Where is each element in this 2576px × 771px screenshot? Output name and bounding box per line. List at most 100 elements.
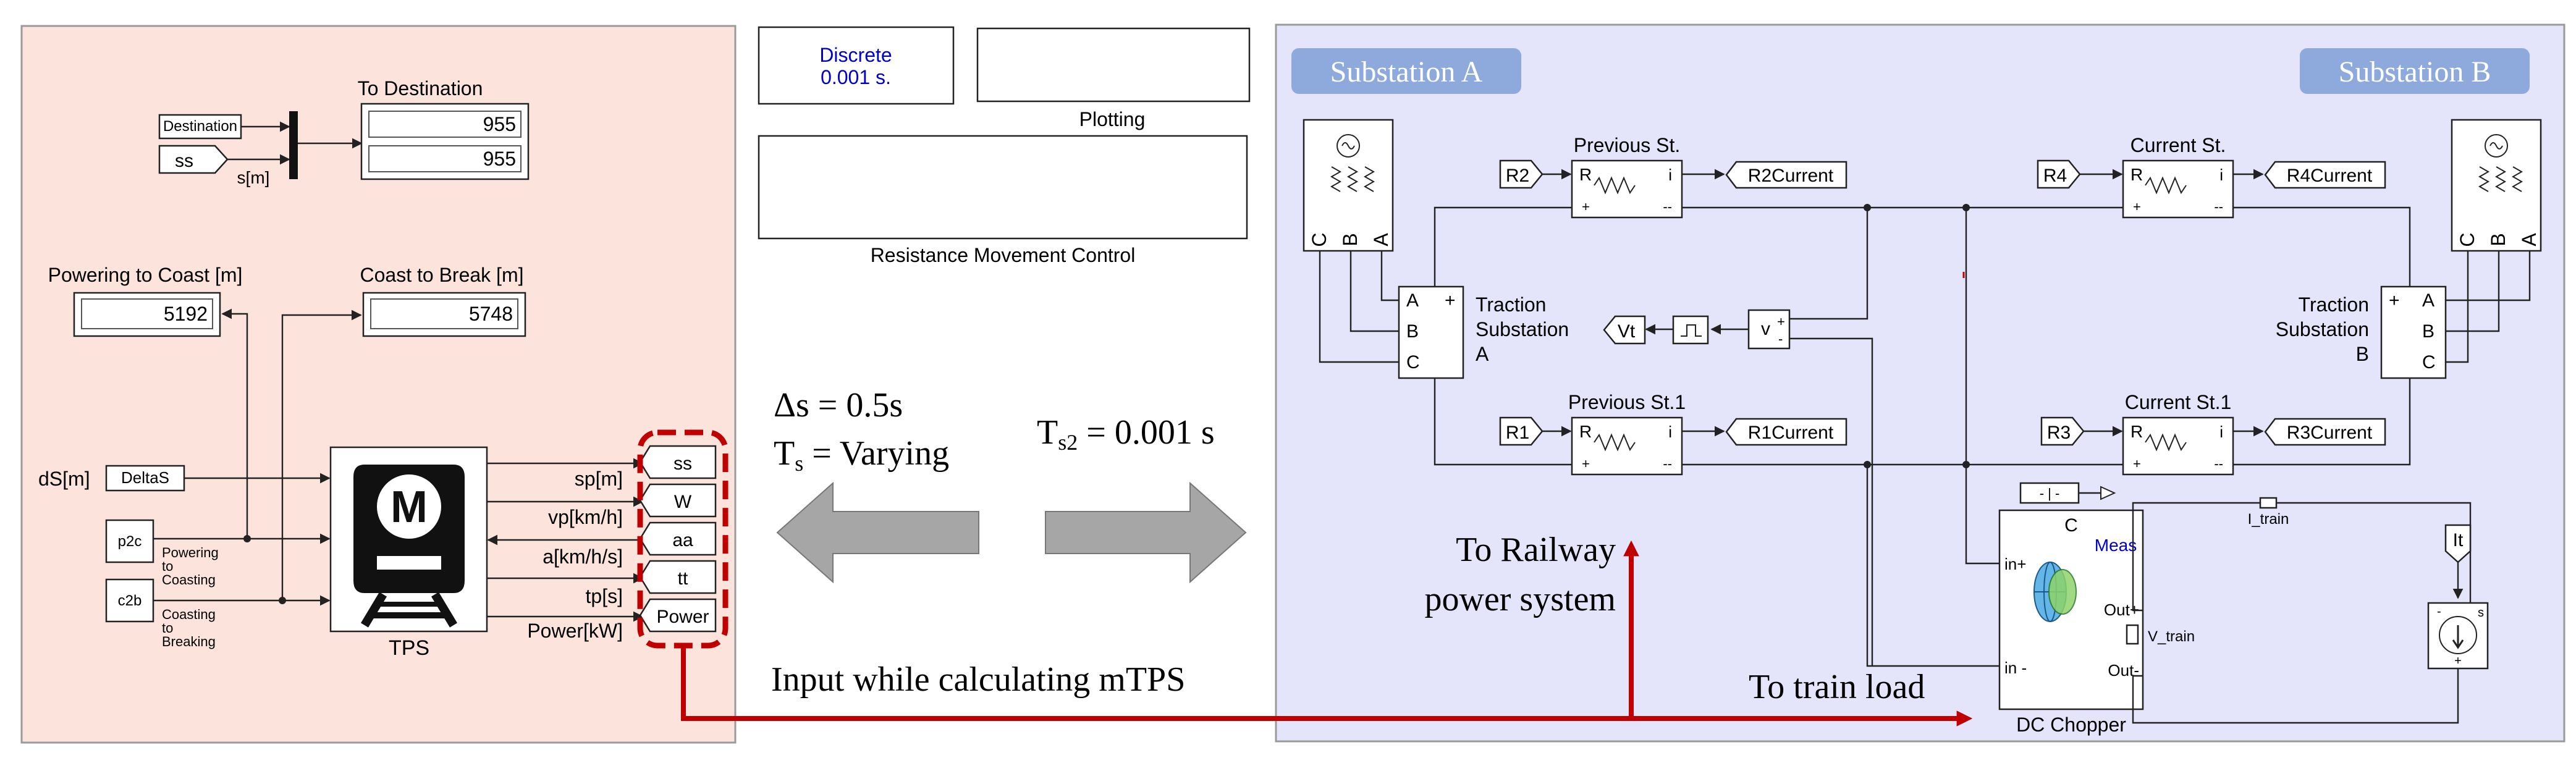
source-a-block[interactable] — [1303, 119, 1394, 252]
to-destination-value-1: 955 — [483, 113, 516, 135]
resistor-previous-st1[interactable]: R i + -- — [1571, 416, 1683, 476]
traction-a-text-1: Traction — [1476, 293, 1546, 316]
current-source-plus: + — [2454, 654, 2462, 668]
source-a-port-a: A — [1370, 233, 1392, 246]
ts-text: Ts = Varying — [774, 434, 949, 476]
resistor-previous-st[interactable]: R i + -- — [1571, 159, 1683, 219]
traction-a-text-2: Substation — [1476, 318, 1569, 340]
svg-text:i: i — [2219, 166, 2223, 184]
goto-aa-label: aa — [672, 530, 693, 550]
goto-r4current[interactable] — [2264, 161, 2386, 189]
from-r2[interactable] — [1499, 159, 1543, 189]
svg-text:--: -- — [1663, 199, 1672, 214]
traction-substation-b[interactable] — [2380, 285, 2447, 379]
discrete-line-1: Discrete — [819, 44, 892, 66]
big-arrow-left — [776, 481, 979, 584]
destination-block[interactable] — [158, 114, 242, 140]
goto-power-label: Power — [656, 607, 709, 627]
current-meter-block[interactable] — [2259, 497, 2278, 509]
goto-r3current[interactable] — [2264, 418, 2386, 446]
plotting-label: Plotting — [1079, 108, 1146, 130]
goto-aa[interactable] — [639, 521, 717, 556]
delta-s-text: Δs = 0.5s — [774, 386, 903, 424]
output-sp: sp[m] — [575, 468, 623, 490]
svg-text:R: R — [2130, 422, 2143, 441]
discrete-line-2: 0.001 s. — [821, 66, 891, 88]
from-r1[interactable] — [1499, 416, 1543, 446]
r2current-label: R2Current — [1748, 166, 1834, 186]
c2b-block[interactable] — [105, 578, 154, 623]
c2b-label: c2b — [118, 592, 142, 609]
substation-b-label: Substation B — [2339, 56, 2491, 88]
voltage-meter-block[interactable] — [2126, 624, 2139, 645]
traction-substation-a[interactable] — [1398, 285, 1464, 379]
plotting-subsystem[interactable] — [976, 27, 1251, 103]
goto-r1current[interactable] — [1725, 418, 1848, 446]
traction-b-port-b: B — [2422, 321, 2435, 342]
svg-text:+: + — [2133, 456, 2141, 471]
from-it[interactable] — [2444, 524, 2472, 563]
mux-bar — [289, 111, 298, 179]
output-vp: vp[km/h] — [548, 506, 623, 528]
r3-label: R3 — [2047, 423, 2071, 443]
svg-text:--: -- — [1663, 456, 1672, 471]
deltas-label: DeltaS — [121, 468, 169, 487]
c2b-note-3: Breaking — [162, 634, 216, 649]
to-destination-value-2: 955 — [483, 148, 516, 170]
traction-b-port-a: A — [2422, 290, 2435, 311]
source-a-port-c: C — [1308, 232, 1330, 246]
zoh-block[interactable] — [1672, 315, 1709, 345]
source-b-port-c: C — [2456, 232, 2478, 246]
to-train-load-text: To train load — [1749, 668, 1925, 706]
svg-text:R: R — [1579, 422, 1592, 441]
p2c-note-2: to — [162, 558, 173, 574]
deltas-block[interactable] — [105, 465, 185, 492]
ss-label: ss — [175, 151, 193, 171]
previous-st-label: Previous St. — [1574, 134, 1681, 156]
to-destination-title: To Destination — [358, 77, 483, 99]
traction-b-plus: + — [2389, 290, 2400, 311]
p2c-block[interactable] — [105, 519, 154, 563]
r4current-label: R4Current — [2287, 166, 2373, 186]
voltmeter-block[interactable] — [1747, 309, 1791, 350]
svg-text:i: i — [1668, 423, 1672, 441]
c2b-note-2: to — [162, 620, 173, 636]
substation-a-tag — [1291, 48, 1521, 94]
substation-a-label: Substation A — [1330, 56, 1483, 88]
r3current-label: R3Current — [2287, 423, 2373, 443]
to-railway-line-1: To Railway — [1456, 531, 1616, 569]
traction-b-text-1: Traction — [2299, 293, 2369, 316]
goto-power[interactable] — [639, 598, 717, 633]
c2b-note-1: Coasting — [162, 607, 216, 622]
powergui-discrete-block[interactable] — [758, 26, 955, 105]
traction-a-port-c: C — [1406, 352, 1420, 373]
destination-label: Destination — [163, 118, 237, 135]
source-a-port-b: B — [1339, 233, 1361, 246]
from-r3[interactable] — [2040, 416, 2085, 446]
from-r4[interactable] — [2037, 159, 2081, 189]
goto-vt[interactable] — [1603, 315, 1646, 345]
substation-b-tag — [2300, 48, 2530, 94]
chopper-c-label: C — [2064, 515, 2078, 536]
ss-from-block[interactable] — [158, 145, 229, 174]
goto-r2current[interactable] — [1725, 161, 1848, 189]
chopper-globe-icon — [2033, 562, 2077, 622]
resistor-current-st1[interactable]: R i + -- — [2122, 416, 2234, 476]
resistor-current-st[interactable]: R i + -- — [2122, 159, 2234, 219]
coast-break-title: Coast to Break [m] — [360, 264, 524, 286]
traction-a-plus: + — [1445, 290, 1456, 311]
resistance-movement-subsystem[interactable] — [758, 135, 1248, 240]
r4-label: R4 — [2043, 166, 2067, 186]
vt-label: Vt — [1618, 321, 1636, 342]
coast-break-value: 5748 — [469, 303, 513, 325]
resistance-label: Resistance Movement Control — [871, 244, 1136, 266]
goto-tt-label: tt — [678, 568, 688, 589]
previous-st1-label: Previous St.1 — [1568, 391, 1686, 413]
traction-a-port-b: B — [1406, 321, 1419, 342]
source-b-block[interactable] — [2451, 119, 2542, 252]
goto-ss-label: ss — [674, 453, 692, 474]
source-b-port-a: A — [2518, 233, 2540, 246]
ts2-text: Ts2 = 0.001 s — [1037, 413, 1215, 455]
tps-icon-letter: M — [391, 482, 428, 532]
